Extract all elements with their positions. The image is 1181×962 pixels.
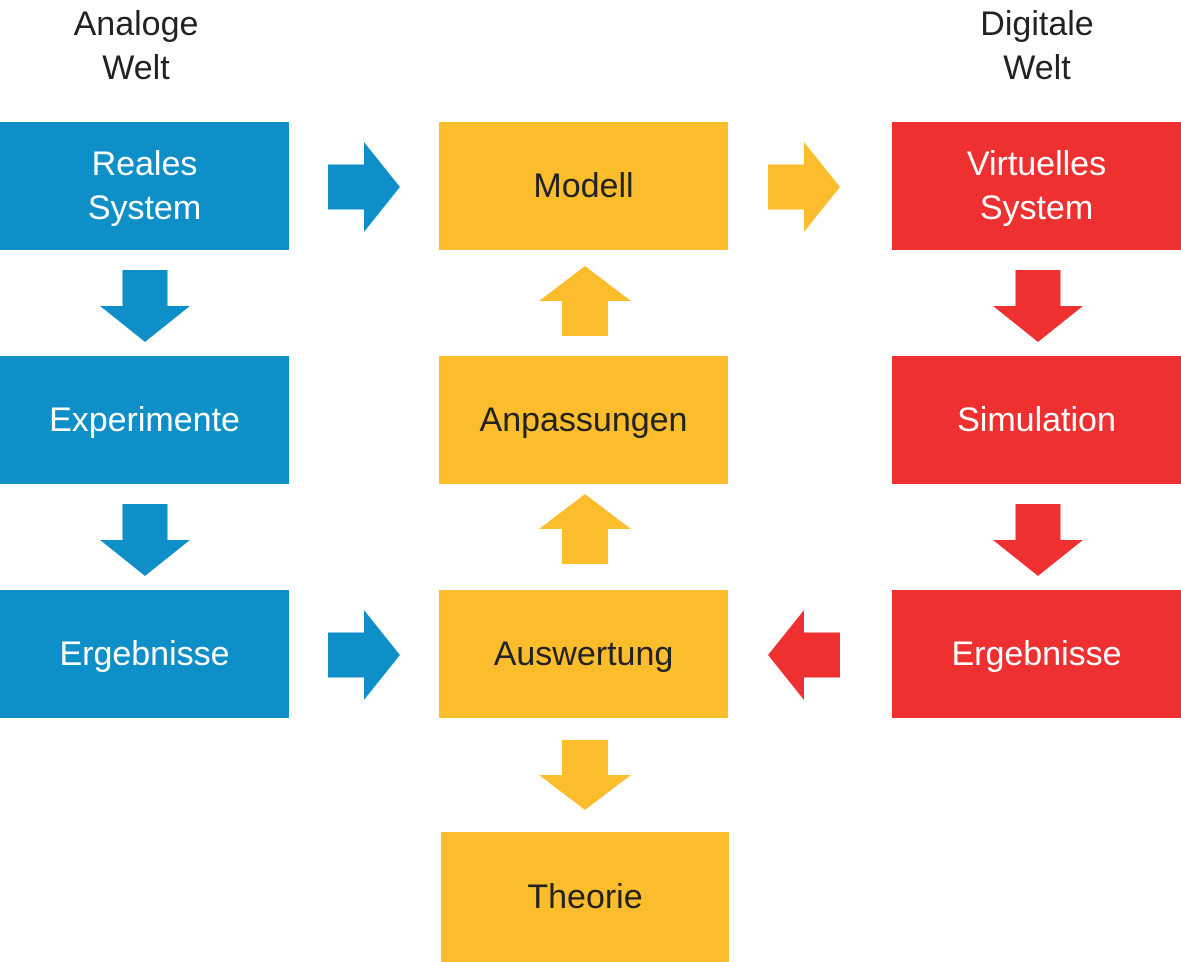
arrow-auswertung-to-anpassungen [539, 494, 631, 564]
arrow-down-icon [100, 504, 190, 576]
box-auswertung-label: Auswertung [493, 635, 674, 673]
arrow-down-shape [993, 270, 1083, 342]
header-digitale-line2: Welt [1003, 49, 1071, 87]
header-analoge-welt: Analoge Welt [6, 2, 266, 90]
box-reales-system-line2: System [87, 189, 202, 227]
arrow-up-icon [539, 494, 631, 564]
arrow-reales-to-experimente [100, 270, 190, 342]
arrow-down-icon [539, 740, 631, 810]
header-analoge-line2: Welt [102, 49, 170, 87]
box-virtuelles-system-line1: Virtuelles [966, 145, 1107, 183]
arrow-auswertung-to-theorie [539, 740, 631, 810]
arrow-anpassungen-to-modell [539, 266, 631, 336]
box-virtuelles-system: Virtuelles System [892, 122, 1181, 250]
arrow-reales-to-modell [328, 142, 400, 232]
box-ergebnisse-analog-label: Ergebnisse [59, 635, 230, 673]
arrow-right-shape [328, 610, 400, 700]
box-reales-system-line1: Reales [91, 145, 198, 183]
arrow-down-icon [100, 270, 190, 342]
box-theorie: Theorie [441, 832, 729, 962]
box-modell-label: Modell [533, 167, 634, 205]
arrow-left-shape [768, 610, 840, 700]
arrow-modell-to-virtuelles [768, 142, 840, 232]
box-simulation: Simulation [892, 356, 1181, 484]
box-ergebnisse-analog: Ergebnisse [0, 590, 289, 718]
arrow-simulation-to-ergebnisse [993, 504, 1083, 576]
box-theorie-label: Theorie [527, 878, 643, 916]
arrow-right-icon [768, 142, 840, 232]
box-anpassungen: Anpassungen [439, 356, 728, 484]
arrow-right-icon [328, 610, 400, 700]
arrow-left-icon [768, 610, 840, 700]
box-ergebnisse-digital-label: Ergebnisse [951, 635, 1122, 673]
arrow-down-shape [993, 504, 1083, 576]
box-simulation-label: Simulation [957, 401, 1116, 439]
arrow-up-shape [539, 266, 631, 336]
arrow-ergebnisse-to-auswertung [328, 610, 400, 700]
arrow-down-icon [993, 504, 1083, 576]
box-reales-system: Reales System [0, 122, 289, 250]
box-auswertung: Auswertung [439, 590, 728, 718]
arrow-virtuelles-to-simulation [993, 270, 1083, 342]
arrow-right-shape [328, 142, 400, 232]
header-digitale-line1: Digitale [980, 5, 1094, 43]
arrow-down-shape [539, 740, 631, 810]
arrow-up-shape [539, 494, 631, 564]
box-anpassungen-label: Anpassungen [479, 401, 688, 439]
box-virtuelles-system-line2: System [979, 189, 1094, 227]
header-analoge-line1: Analoge [73, 5, 199, 43]
arrow-experimente-to-ergebnisse [100, 504, 190, 576]
arrow-down-shape [100, 504, 190, 576]
box-experimente-label: Experimente [49, 401, 240, 439]
arrow-ergebnisse-to-auswertung-digital [768, 610, 840, 700]
arrow-down-shape [100, 270, 190, 342]
box-modell: Modell [439, 122, 728, 250]
arrow-right-shape [768, 142, 840, 232]
box-ergebnisse-digital: Ergebnisse [892, 590, 1181, 718]
arrow-right-icon [328, 142, 400, 232]
box-experimente: Experimente [0, 356, 289, 484]
arrow-up-icon [539, 266, 631, 336]
arrow-down-icon [993, 270, 1083, 342]
header-digitale-welt: Digitale Welt [907, 2, 1167, 90]
